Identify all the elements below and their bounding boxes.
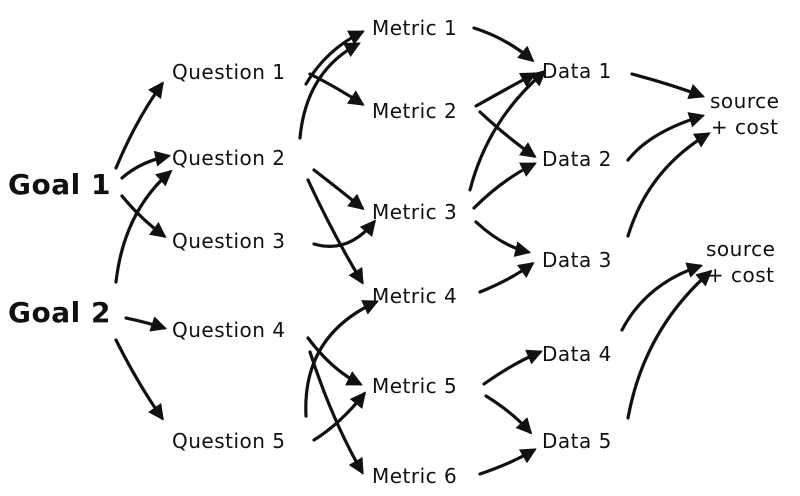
metric-5: Metric 5 xyxy=(372,374,458,398)
arrow-goal2-q4 xyxy=(124,316,168,332)
arrow-m2-d2 xyxy=(478,110,537,158)
data-1: Data 1 xyxy=(542,59,612,83)
arrow-q3-m3 xyxy=(312,219,377,248)
arrow-q4-m6 xyxy=(308,350,364,475)
question-1: Question 1 xyxy=(172,60,286,84)
goal-1: Goal 1 xyxy=(8,168,111,201)
arrow-q5-m4 xyxy=(304,300,379,418)
question-3: Question 3 xyxy=(172,229,286,253)
source-cost-1: source + cost xyxy=(710,88,779,140)
data-2: Data 2 xyxy=(542,147,612,171)
arrow-d2-s1 xyxy=(626,112,706,162)
metric-1: Metric 1 xyxy=(372,16,458,40)
data-4: Data 4 xyxy=(542,342,612,366)
arrow-q4-m5 xyxy=(306,336,363,386)
arrow-d5-s2 xyxy=(626,269,713,420)
arrow-goal1-q3 xyxy=(120,194,167,238)
arrow-m3-d2 xyxy=(472,162,537,210)
data-3: Data 3 xyxy=(542,248,612,272)
arrow-m5-d5 xyxy=(484,394,533,435)
source-cost-2: source + cost xyxy=(706,236,775,288)
goal-2: Goal 2 xyxy=(8,296,111,329)
arrow-m4-d3 xyxy=(478,262,535,294)
question-5: Question 5 xyxy=(172,429,286,453)
question-4: Question 4 xyxy=(172,318,286,342)
arrow-m3-d1 xyxy=(468,69,547,192)
arrow-goal2-q2 xyxy=(114,169,173,284)
arrow-m3-d3 xyxy=(474,220,532,257)
arrow-q2-m3 xyxy=(312,168,365,211)
arrow-d1-s1 xyxy=(630,72,705,99)
arrow-q1-m2 xyxy=(308,72,365,106)
arrow-d3-s1 xyxy=(626,132,711,238)
arrow-m1-d1 xyxy=(472,26,535,63)
source-2-line2: + cost xyxy=(706,263,775,287)
metric-4: Metric 4 xyxy=(372,284,458,308)
data-5: Data 5 xyxy=(542,429,612,453)
arrow-goal1-q1 xyxy=(114,81,164,170)
arrow-m5-d4 xyxy=(482,349,543,386)
arrow-goal2-q5 xyxy=(114,338,164,421)
metric-2: Metric 2 xyxy=(372,99,458,123)
arrow-m6-d5 xyxy=(478,448,537,476)
source-1-line1: source xyxy=(710,89,780,113)
source-1-line2: + cost xyxy=(710,115,779,139)
arrow-q2-m4 xyxy=(306,178,364,285)
metric-6: Metric 6 xyxy=(372,464,458,488)
metric-3: Metric 3 xyxy=(372,200,458,224)
question-2: Question 2 xyxy=(172,146,286,170)
source-2-line1: source xyxy=(706,237,776,261)
arrow-q1-m1 xyxy=(304,30,365,86)
arrow-d4-s2 xyxy=(620,262,704,332)
arrow-goal1-q2 xyxy=(120,150,172,180)
arrow-q5-m5 xyxy=(312,391,366,442)
arrow-q2-m1 xyxy=(298,42,361,140)
